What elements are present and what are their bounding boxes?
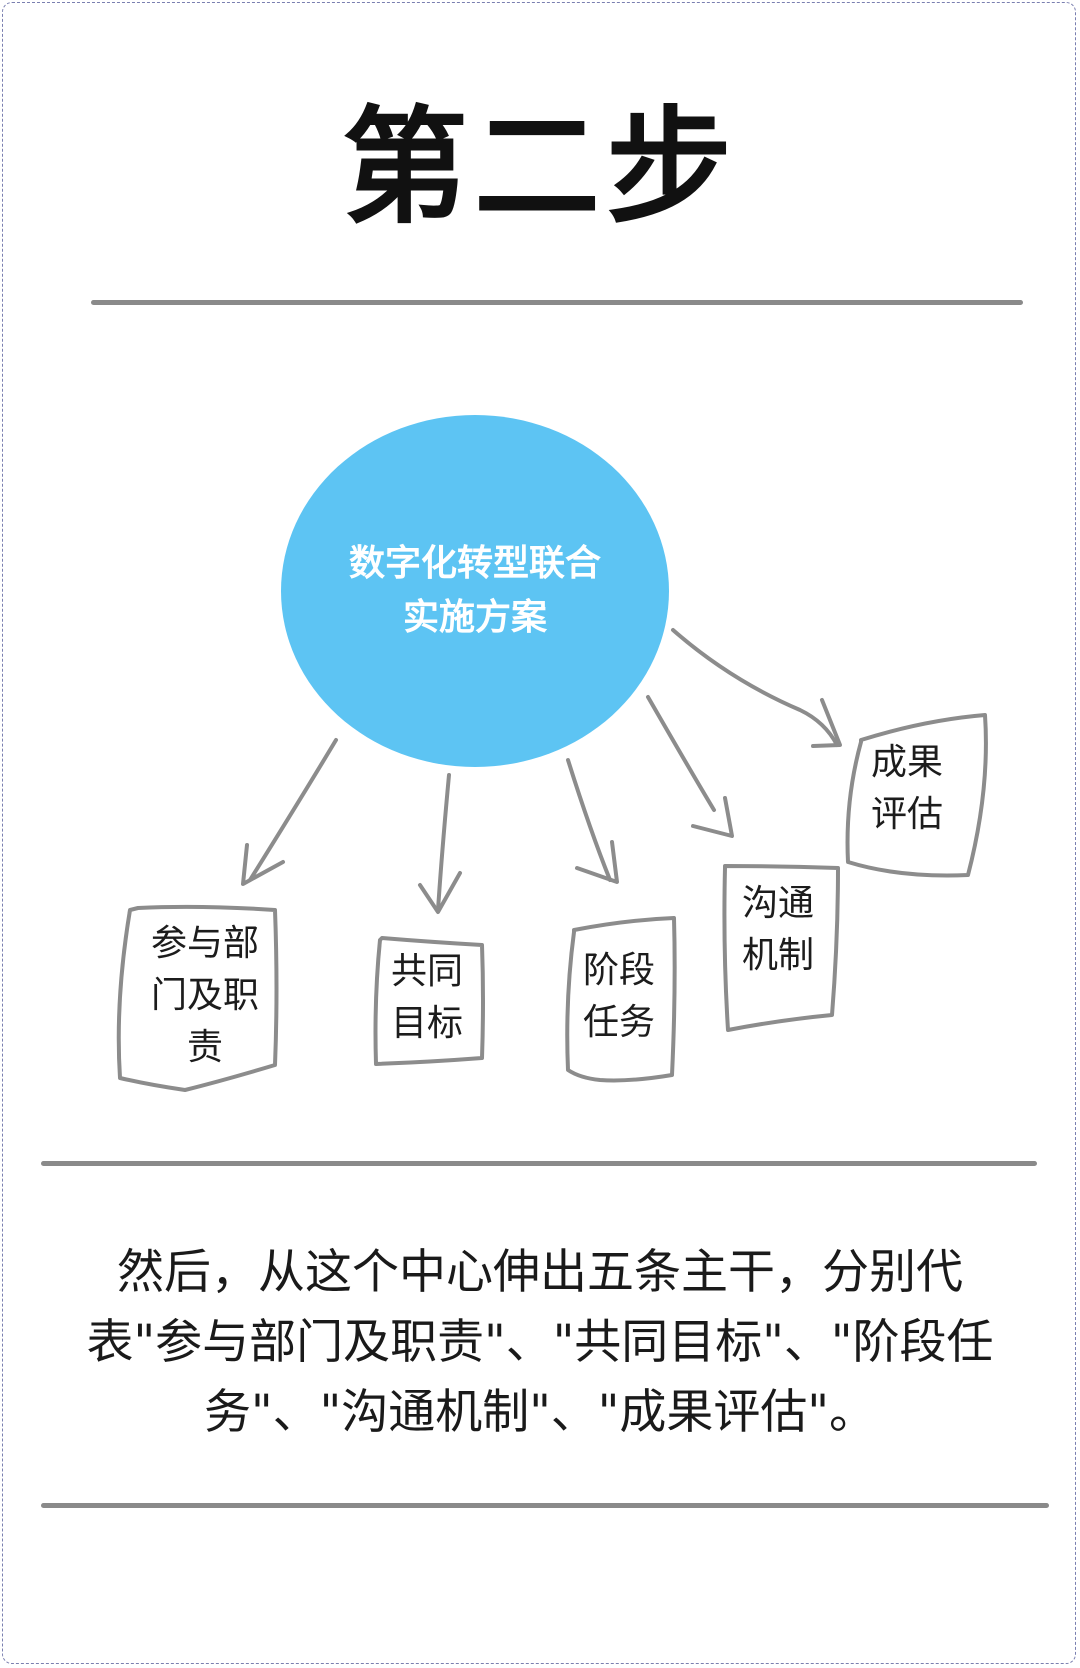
center-topic-line-2: 实施方案	[402, 597, 547, 638]
node-participants-line-2: 门及职	[150, 975, 259, 1016]
node-phase-tasks-line-1: 阶段	[583, 950, 656, 991]
arrow-to-node-2	[436, 773, 451, 912]
node-communication: 沟通 机制	[742, 878, 814, 982]
center-topic-circle: 数字化转型联合实施方案	[281, 415, 669, 767]
divider-top	[91, 300, 1023, 305]
node-participants-line-1: 参与部	[150, 923, 259, 964]
node-evaluation-line-1: 成果	[871, 742, 944, 783]
center-topic-line-1: 数字化转型联合	[348, 543, 601, 584]
node-box-3	[565, 916, 677, 1083]
arrowhead-node-5	[811, 698, 842, 748]
arrowhead-node-2	[418, 871, 462, 914]
node-phase-tasks: 阶段 任务	[583, 945, 655, 1049]
node-phase-tasks-line-2: 任务	[583, 1002, 656, 1043]
node-communication-line-2: 机制	[742, 935, 815, 976]
arrow-to-node-3	[566, 758, 612, 882]
caption-text: 然后，从这个中心伸出五条主干，分别代表"参与部门及职责"、"共同目标"、"阶段任…	[86, 1245, 994, 1440]
node-shared-goals: 共同 目标	[391, 946, 463, 1050]
arrowhead-node-1	[241, 843, 285, 886]
node-participants-line-3: 责	[186, 1027, 223, 1068]
node-shared-goals-line-2: 目标	[391, 1003, 464, 1044]
node-box-1	[116, 904, 279, 1092]
arrow-to-node-4	[646, 695, 716, 812]
node-box-2	[373, 936, 485, 1066]
page-title: 第二步	[342, 94, 738, 241]
node-shared-goals-line-1: 共同	[391, 951, 464, 992]
arrowhead-node-3	[575, 840, 619, 884]
node-evaluation: 成果 评估	[871, 737, 943, 841]
node-box-5	[845, 713, 988, 878]
arrowhead-node-4	[691, 796, 734, 838]
node-box-4	[722, 864, 840, 1032]
divider-bottom	[41, 1503, 1049, 1508]
center-topic-label: 数字化转型联合实施方案	[335, 537, 615, 645]
arrow-to-node-5	[671, 628, 839, 747]
node-communication-line-1: 沟通	[742, 883, 815, 924]
arrow-to-node-1	[248, 738, 338, 882]
node-evaluation-line-2: 评估	[871, 794, 944, 835]
node-participants: 参与部 门及职 责	[140, 918, 270, 1074]
divider-middle	[41, 1161, 1037, 1166]
